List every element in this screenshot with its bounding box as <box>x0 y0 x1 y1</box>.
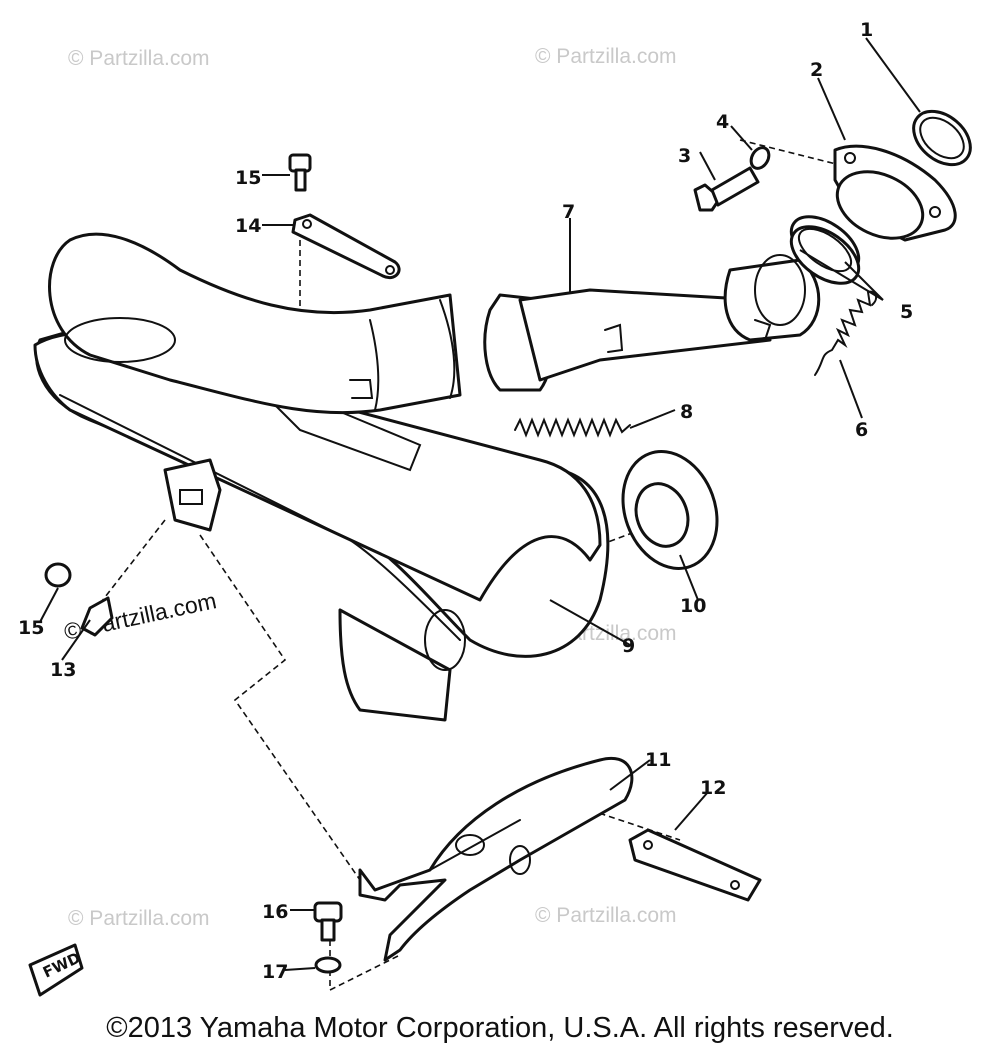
clip <box>80 596 114 637</box>
mount-bracket <box>358 757 634 962</box>
callout-6: 6 <box>855 419 868 441</box>
cap-nut <box>44 562 72 588</box>
callout-3: 3 <box>678 145 691 167</box>
forward-arrow-icon: FWD <box>28 943 84 997</box>
bolt <box>313 901 343 942</box>
callout-11: 11 <box>645 749 671 771</box>
callout-13: 13 <box>50 659 76 681</box>
callout-10: 10 <box>680 595 706 617</box>
callout-1: 1 <box>860 19 873 41</box>
callout-16: 16 <box>262 901 288 923</box>
watermark: © Partzilla.com <box>535 45 677 68</box>
callout-4: 4 <box>716 111 729 133</box>
watermark: © Partzilla.com <box>535 904 677 927</box>
intake-elbow <box>48 232 462 415</box>
callout-12: 12 <box>700 777 726 799</box>
air-box <box>33 318 610 722</box>
watermark: © Partzilla.com <box>68 907 210 930</box>
callout-7: 7 <box>562 201 575 223</box>
callout-15: 15 <box>235 167 261 189</box>
callout-14: 14 <box>235 215 261 237</box>
end-cap <box>621 450 719 570</box>
callout-15: 15 <box>18 617 44 639</box>
callout-2: 2 <box>810 59 823 81</box>
mount-plate <box>628 828 762 902</box>
stay-bracket <box>291 213 401 279</box>
washer <box>314 956 342 974</box>
leader-lines <box>39 37 921 971</box>
callout-9: 9 <box>622 635 635 657</box>
callout-8: 8 <box>680 401 693 423</box>
callout-5: 5 <box>900 301 913 323</box>
gasket-ring <box>912 109 972 167</box>
washer <box>749 146 771 170</box>
spring-small <box>814 290 878 376</box>
bolt <box>288 153 312 192</box>
callout-17: 17 <box>262 961 288 983</box>
copyright-notice: ©2013 Yamaha Motor Corporation, U.S.A. A… <box>106 1012 894 1044</box>
spring-long <box>514 417 631 438</box>
joint-tube <box>483 254 821 392</box>
intake-flange <box>833 144 957 242</box>
bolt <box>693 166 760 212</box>
o-rings <box>789 215 861 285</box>
watermark: © Partzilla.com <box>68 47 210 70</box>
